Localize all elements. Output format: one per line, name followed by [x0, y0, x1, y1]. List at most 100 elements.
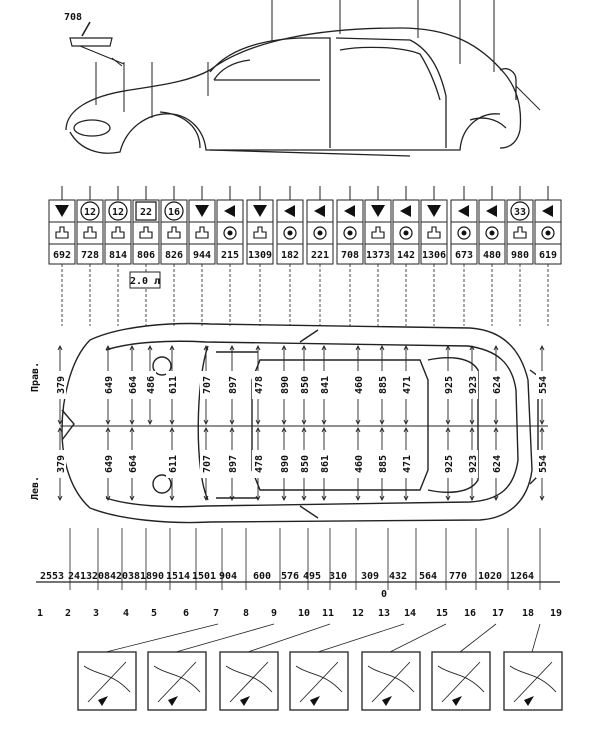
reference-code: 728: [81, 250, 99, 261]
mount-icon: [83, 226, 97, 239]
target-icon: [313, 226, 327, 240]
longitudinal-value: 310: [329, 571, 347, 582]
station-10: 10: [298, 608, 310, 619]
width-value: 471: [402, 376, 413, 394]
engine-note: 2.0 л: [130, 276, 160, 287]
longitudinal-1264: 1264: [510, 528, 541, 590]
longitudinal-1890: 1890: [140, 528, 171, 590]
width-value: 649: [104, 455, 115, 473]
triangle-left-icon: [486, 205, 497, 217]
reference-code: 1309: [248, 250, 272, 261]
triangle-left-icon: [458, 205, 469, 217]
width-value: 554: [538, 376, 549, 394]
circled-number-icon: [80, 201, 100, 221]
width-value: 624: [492, 376, 503, 394]
station-8: 8: [243, 608, 249, 619]
target-icon: [223, 226, 237, 240]
station-14: 14: [404, 608, 416, 619]
width-left-890: 890: [278, 426, 291, 502]
width-value: 897: [228, 376, 239, 394]
reference-point-215: 215: [216, 186, 244, 326]
width-value: 850: [300, 455, 311, 473]
callout-label: 708: [64, 12, 82, 23]
longitudinal-value: 2553: [40, 571, 64, 582]
width-left-460: 460: [352, 426, 365, 502]
boxed-number-icon: [135, 201, 157, 221]
triangle-down-icon: [371, 205, 385, 217]
longitudinal-value: 576: [281, 571, 299, 582]
detail-view-6: [431, 623, 497, 711]
station-6: 6: [183, 608, 189, 619]
symbol-number: 22: [140, 207, 152, 218]
reference-code: 480: [483, 250, 501, 261]
longitudinal-value: 600: [253, 571, 271, 582]
width-value: 885: [378, 455, 389, 473]
longitudinal-576: 576: [281, 528, 309, 590]
longitudinal-2038: 2038: [116, 528, 147, 590]
width-value: 923: [468, 376, 479, 394]
width-value: 460: [354, 376, 365, 394]
reference-point-619: 619: [534, 186, 562, 326]
width-value: 379: [56, 455, 67, 473]
longitudinal-value: 1264: [510, 571, 534, 582]
width-value: 611: [168, 455, 179, 473]
width-right-649: 649: [102, 344, 115, 426]
mount-icon: [111, 226, 125, 239]
longitudinal-2553: 2553: [40, 528, 71, 590]
width-value: 664: [128, 455, 139, 473]
target-dot-icon: [403, 230, 409, 236]
longitudinal-495: 495: [303, 528, 331, 590]
reference-code: 673: [455, 250, 473, 261]
station-18: 18: [522, 608, 534, 619]
mount-icon: [167, 226, 181, 239]
triangle-down-icon: [427, 205, 441, 217]
width-left-664: 664: [126, 426, 139, 502]
station-19: 19: [550, 608, 562, 619]
mount-icon: [427, 226, 441, 239]
width-right-478: 478: [252, 344, 265, 426]
width-left-471: 471: [400, 426, 413, 502]
reference-point-1309: 1309: [246, 186, 274, 326]
symbol-number: 12: [84, 207, 96, 218]
width-value: 897: [228, 455, 239, 473]
width-left-478: 478: [252, 426, 265, 502]
width-left-554: 554: [536, 426, 549, 502]
longitudinal-value: 495: [303, 571, 321, 582]
reference-code: 221: [311, 250, 329, 261]
longitudinal-value: 1020: [478, 571, 502, 582]
reference-code: 708: [341, 250, 359, 261]
width-value: 471: [402, 455, 413, 473]
detail-view-7: [503, 623, 563, 711]
width-right-707: 707: [200, 344, 213, 426]
longitudinal-309: 309: [361, 528, 389, 590]
mount-icon: [195, 226, 209, 239]
station-1: 1: [37, 608, 43, 619]
width-value: 478: [254, 455, 265, 473]
width-value: 649: [104, 376, 115, 394]
circled-number-icon: [510, 201, 530, 221]
detail-view-2: [147, 623, 275, 711]
reference-code: 692: [53, 250, 71, 261]
station-5: 5: [151, 608, 157, 619]
symbol-number: 33: [514, 207, 526, 218]
target-icon: [457, 226, 471, 240]
width-value: 841: [320, 376, 331, 394]
triangle-down-icon: [195, 205, 209, 217]
side-label-right: Прав.: [30, 362, 41, 392]
triangle-left-icon: [542, 205, 553, 217]
engine-note-box: 2.0 л: [129, 271, 161, 289]
station-17: 17: [492, 608, 504, 619]
triangle-left-icon: [400, 205, 411, 217]
width-right-611: 611: [166, 344, 179, 426]
circled-number-icon: [164, 201, 184, 221]
station-4: 4: [123, 608, 129, 619]
triangle-down-icon: [253, 205, 267, 217]
width-value: 554: [538, 455, 549, 473]
target-dot-icon: [317, 230, 323, 236]
width-value: 664: [128, 376, 139, 394]
reference-point-728: 12 728: [76, 186, 104, 326]
